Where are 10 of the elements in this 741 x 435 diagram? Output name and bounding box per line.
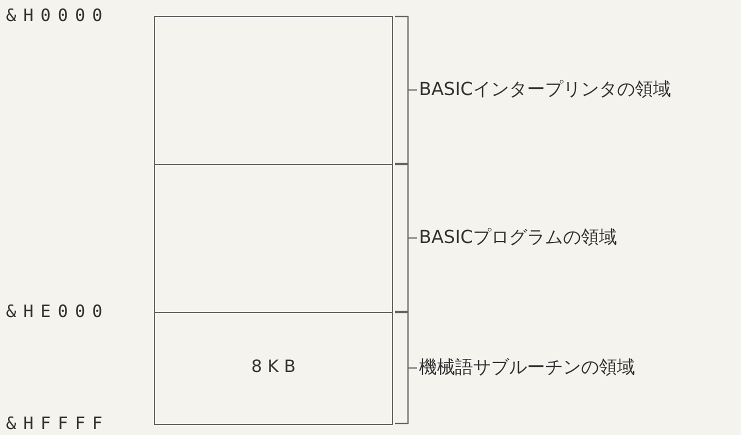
region-label: BASICインタープリンタの領域: [419, 79, 671, 101]
region-label: BASICプログラムの領域: [419, 227, 617, 249]
memory-block: [154, 163, 393, 313]
memory-block: [154, 311, 393, 425]
region-label: 機械語サブルーチンの領域: [419, 357, 635, 379]
size-label: 8 K B: [251, 357, 296, 378]
address-label: &H0000: [6, 6, 110, 26]
address-label: &HE000: [6, 302, 110, 322]
memory-block: [154, 16, 393, 166]
address-label: &HFFFF: [6, 414, 110, 434]
